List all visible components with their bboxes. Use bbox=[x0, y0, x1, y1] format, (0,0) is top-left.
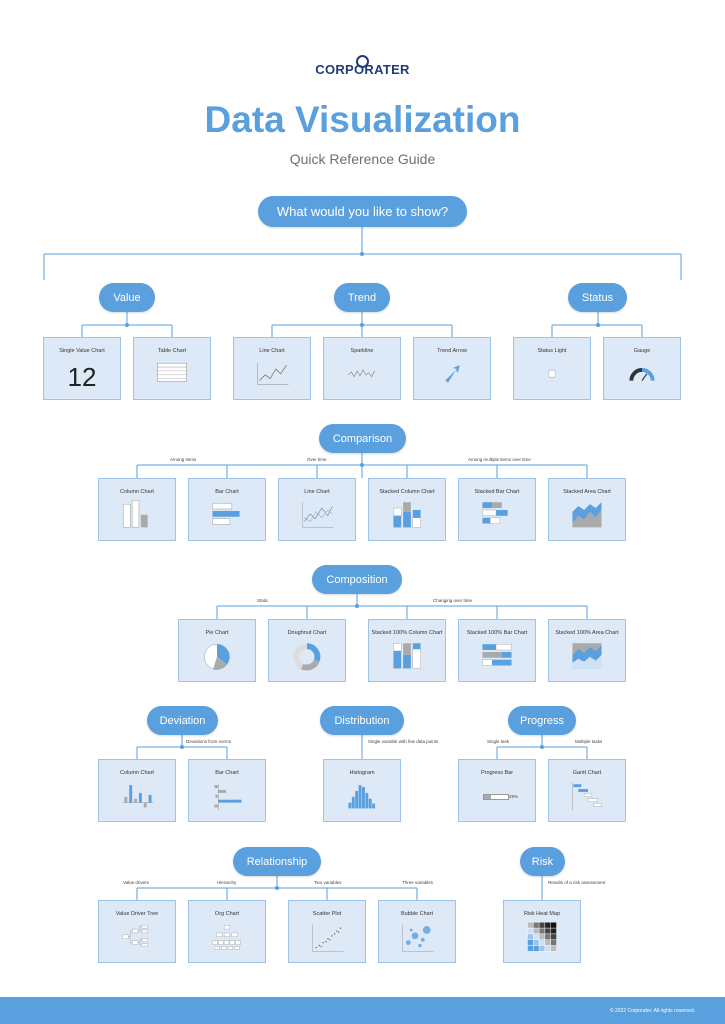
card-line-chart[interactable]: Line Chart bbox=[233, 337, 311, 400]
card-stacked-100-bar-chart[interactable]: Stacked 100% Bar Chart bbox=[458, 619, 536, 682]
bar-chart-icon bbox=[212, 502, 240, 525]
section-trend: Trend bbox=[334, 283, 390, 312]
single-value-icon: 12 bbox=[67, 362, 97, 392]
card-progress-bar[interactable]: Progress Bar 29% bbox=[458, 759, 536, 822]
card-gantt-chart[interactable]: Gantt Chart bbox=[548, 759, 626, 822]
stacked-100-area-icon bbox=[572, 643, 602, 669]
note-risk-assessment: Results of a risk assessment bbox=[548, 880, 606, 885]
note-single-task: Single task bbox=[487, 739, 510, 744]
progress-bar-icon bbox=[483, 794, 509, 800]
logo-mark-icon bbox=[356, 55, 369, 68]
section-composition: Composition bbox=[312, 565, 402, 594]
card-table-chart[interactable]: Table Chart bbox=[133, 337, 211, 400]
stacked-100-column-icon bbox=[393, 643, 421, 669]
stacked-bar-icon bbox=[482, 502, 508, 524]
card-gauge[interactable]: Gauge bbox=[603, 337, 681, 400]
section-comparison: Comparison bbox=[319, 424, 406, 453]
page-subtitle: Quick Reference Guide bbox=[289, 151, 436, 167]
card-comparison-column-chart[interactable]: Column Chart bbox=[98, 478, 176, 541]
scatter-plot-icon bbox=[312, 924, 344, 952]
card-deviation-bar-chart[interactable]: Bar Chart bbox=[188, 759, 266, 822]
stacked-column-icon bbox=[393, 502, 421, 528]
footer-bar bbox=[0, 997, 725, 1024]
section-deviation: Deviation bbox=[147, 706, 218, 735]
note-static: Static bbox=[257, 598, 269, 603]
status-light-icon bbox=[547, 369, 557, 378]
stacked-area-icon bbox=[572, 502, 602, 528]
note-value-drivers: Value drivers bbox=[123, 880, 149, 885]
card-single-value-chart[interactable]: Single Value Chart 12 bbox=[43, 337, 121, 400]
page-title: Data Visualization bbox=[204, 99, 521, 140]
org-chart-icon bbox=[212, 925, 241, 950]
sparkline-icon bbox=[348, 369, 375, 378]
card-scatter-plot[interactable]: Scatter Plot bbox=[288, 900, 366, 963]
deviation-column-icon bbox=[122, 785, 154, 808]
card-stacked-100-column-chart[interactable]: Stacked 100% Column Chart bbox=[368, 619, 446, 682]
card-stacked-column-chart[interactable]: Stacked Column Chart bbox=[368, 478, 446, 541]
card-histogram[interactable]: Histogram bbox=[323, 759, 401, 822]
value-driver-tree-icon bbox=[122, 925, 148, 947]
section-relationship: Relationship bbox=[233, 847, 321, 876]
card-stacked-100-area-chart[interactable]: Stacked 100% Area Chart bbox=[548, 619, 626, 682]
histogram-icon bbox=[348, 785, 376, 809]
card-stacked-bar-chart[interactable]: Stacked Bar Chart bbox=[458, 478, 536, 541]
note-among-multiple-items: Among multiple items over time bbox=[468, 457, 531, 462]
risk-heat-map-icon bbox=[527, 922, 557, 952]
section-distribution: Distribution bbox=[320, 706, 404, 735]
card-org-chart[interactable]: Org Chart bbox=[188, 900, 266, 963]
card-status-light[interactable]: Status Light bbox=[513, 337, 591, 400]
card-sparkline[interactable]: Sparkline bbox=[323, 337, 401, 400]
deviation-bar-icon bbox=[214, 783, 242, 811]
trend-arrow-icon bbox=[445, 365, 460, 383]
brand-logo: CORPORATER bbox=[315, 62, 410, 77]
card-bubble-chart[interactable]: Bubble Chart bbox=[378, 900, 456, 963]
note-hierarchy: Hierarchy bbox=[217, 880, 237, 885]
pie-chart-icon bbox=[204, 643, 230, 670]
card-value-driver-tree[interactable]: Value Driver Tree bbox=[98, 900, 176, 963]
bubble-chart-icon bbox=[402, 924, 434, 952]
progress-bar-fill bbox=[484, 795, 491, 799]
note-multiple-tasks: Multiple tasks bbox=[575, 739, 603, 744]
note-deviations-from-norms: Deviations from norms bbox=[186, 739, 232, 744]
card-comparison-line-chart[interactable]: Line Chart bbox=[278, 478, 356, 541]
doughnut-chart-icon bbox=[293, 643, 321, 671]
line-chart-icon bbox=[257, 363, 289, 385]
card-risk-heat-map[interactable]: Risk Heat Map bbox=[503, 900, 581, 963]
card-trend-arrow[interactable]: Trend Arrow bbox=[413, 337, 491, 400]
note-two-variables: Two variables bbox=[314, 880, 342, 885]
note-three-variables: Three variables bbox=[402, 880, 434, 885]
column-chart-icon bbox=[123, 500, 148, 528]
card-stacked-area-chart[interactable]: Stacked Area Chart bbox=[548, 478, 626, 541]
stacked-100-bar-icon bbox=[482, 644, 512, 666]
note-changing-over-time: Changing over time bbox=[433, 598, 473, 603]
card-deviation-column-chart[interactable]: Column Chart bbox=[98, 759, 176, 822]
table-icon bbox=[157, 362, 187, 382]
gantt-chart-icon bbox=[572, 782, 602, 811]
card-comparison-bar-chart[interactable]: Bar Chart bbox=[188, 478, 266, 541]
note-single-variable: Single variable with few data points bbox=[368, 739, 439, 744]
card-doughnut-chart[interactable]: Doughnut Chart bbox=[268, 619, 346, 682]
card-pie-chart[interactable]: Pie Chart bbox=[178, 619, 256, 682]
gauge-icon bbox=[629, 368, 655, 381]
note-over-time: Over time bbox=[307, 457, 327, 462]
note-among-items: Among items bbox=[170, 457, 197, 462]
footer-copyright: © 2022 Corporater. All rights reserved. bbox=[609, 1008, 695, 1014]
section-status: Status bbox=[568, 283, 627, 312]
section-value: Value bbox=[99, 283, 155, 312]
section-risk: Risk bbox=[520, 847, 565, 876]
section-progress: Progress bbox=[508, 706, 576, 735]
line-chart-icon bbox=[302, 502, 334, 528]
progress-value: 29% bbox=[509, 794, 519, 799]
root-question-pill: What would you like to show? bbox=[258, 196, 467, 227]
